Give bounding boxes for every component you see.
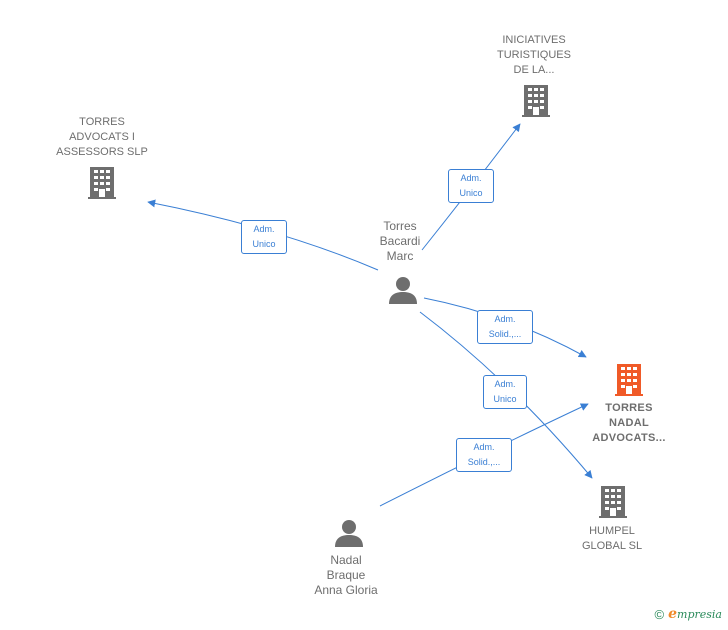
brand-logo: empresia xyxy=(668,606,722,622)
company-label-torres-advocats[interactable]: TORRES ADVOCATS I ASSESSORS SLP xyxy=(56,116,148,158)
copyright-symbol: © xyxy=(654,606,665,622)
person-label-nadal-braque[interactable]: Nadal Braque Anna Gloria xyxy=(314,553,378,597)
edge-label-adm-solid[interactable]: Adm. Solid.,... xyxy=(477,310,533,344)
edge-label-adm-solid[interactable]: Adm. Solid.,... xyxy=(456,438,512,472)
edge-label-adm-unico[interactable]: Adm. Unico xyxy=(241,220,287,254)
person-icon[interactable] xyxy=(334,518,364,548)
building-icon[interactable] xyxy=(519,84,553,118)
edge-label-adm-unico[interactable]: Adm. Unico xyxy=(483,375,527,409)
edge-label-adm-unico[interactable]: Adm. Unico xyxy=(448,169,494,203)
building-icon[interactable] xyxy=(85,166,119,200)
person-label-torres-bacardi[interactable]: Torres Bacardi Marc xyxy=(379,219,421,263)
footer-brand: © empresia xyxy=(655,606,722,622)
person-icon[interactable] xyxy=(388,275,418,305)
company-label-iniciatives[interactable]: INICIATIVES TURISTIQUES DE LA... xyxy=(497,34,571,76)
company-label-torres-nadal[interactable]: TORRES NADAL ADVOCATS... xyxy=(592,402,666,444)
building-icon-highlighted[interactable] xyxy=(612,363,646,397)
building-icon[interactable] xyxy=(596,485,630,519)
company-label-humpel[interactable]: HUMPEL GLOBAL SL xyxy=(581,525,643,552)
